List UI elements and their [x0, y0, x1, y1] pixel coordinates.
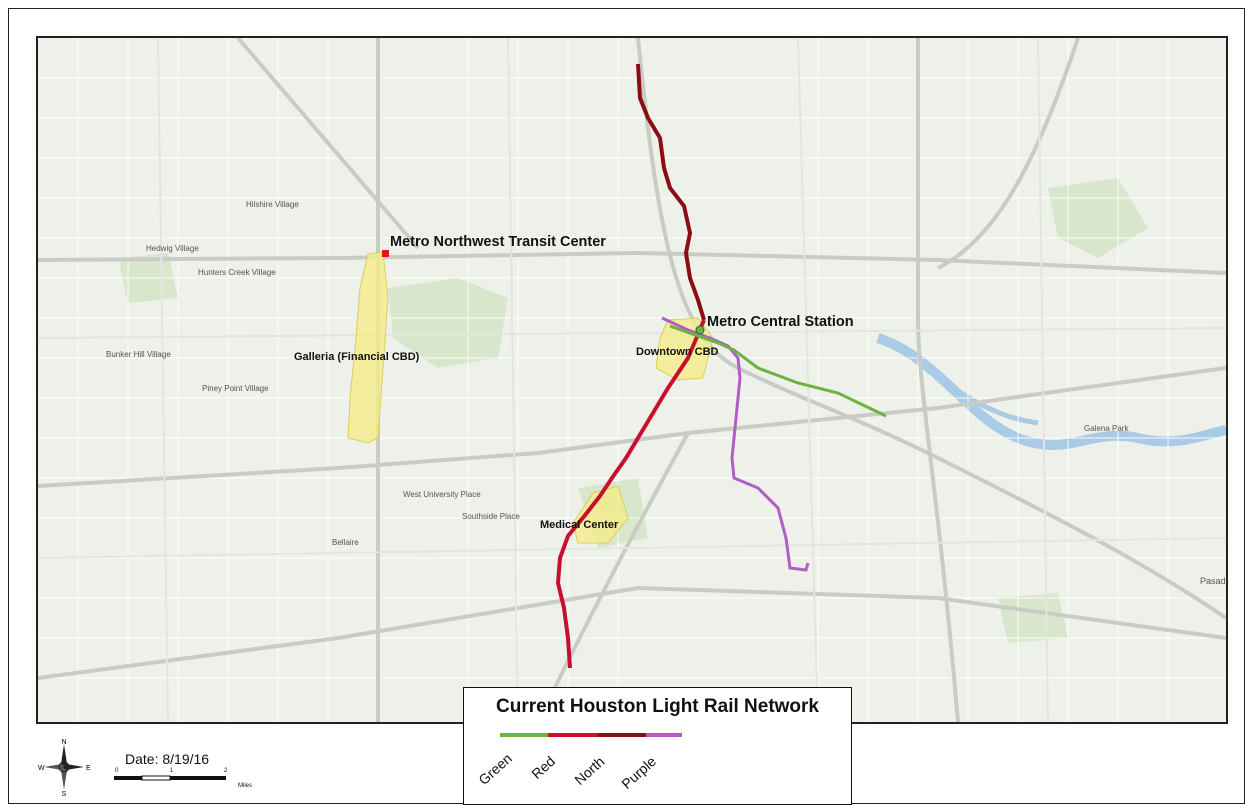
legend-label-red: Red	[528, 752, 559, 782]
place-hunters-creek: Hunters Creek Village	[198, 268, 276, 277]
legend-swatch-green	[500, 733, 548, 737]
scale-tick-0: 0	[115, 768, 119, 774]
basemap	[38, 38, 1226, 722]
scale-bar	[114, 775, 226, 781]
compass-rose-icon: N S W E	[38, 739, 91, 796]
place-pasadena: Pasad	[1200, 576, 1226, 586]
metro-northwest-label: Metro Northwest Transit Center	[390, 234, 606, 250]
legend-swatch-purple	[646, 733, 682, 737]
place-west-university: West University Place	[403, 490, 481, 499]
legend: Current Houston Light Rail Network Green…	[463, 687, 852, 805]
galleria-label: Galleria (Financial CBD)	[294, 351, 420, 363]
medical-area	[572, 485, 629, 544]
place-southside: Southside Place	[462, 512, 520, 521]
date-label: Date: 8/19/16	[125, 751, 210, 767]
scale-tick-1: 1	[170, 768, 174, 774]
metro-northwest-marker[interactable]	[382, 250, 389, 257]
highways	[38, 38, 1226, 722]
metro-central-marker[interactable]	[695, 325, 705, 335]
place-bellaire: Bellaire	[332, 538, 359, 547]
legend-title: Current Houston Light Rail Network	[496, 696, 819, 717]
scale-tick-2: 2	[224, 768, 228, 774]
legend-label-purple: Purple	[618, 753, 660, 792]
place-bunker-hill: Bunker Hill Village	[106, 350, 171, 359]
downtown-label: Downtown CBD	[636, 346, 719, 358]
rail-line-red	[555, 319, 706, 669]
map-area[interactable]: Metro Northwest Transit Center Metro Cen…	[36, 36, 1228, 724]
medical-label: Medical Center	[540, 519, 619, 531]
rail-line-green	[669, 324, 887, 418]
place-piney-point: Piney Point Village	[202, 384, 269, 393]
rail-line-north	[636, 63, 706, 321]
compass-n: N	[61, 739, 66, 746]
compass-e: E	[86, 765, 91, 772]
place-hilshire: Hilshire Village	[246, 200, 299, 209]
compass-w: W	[38, 765, 45, 772]
legend-swatch-red	[548, 733, 598, 737]
legend-label-green: Green	[475, 750, 515, 788]
galleria-area	[347, 251, 389, 444]
metro-central-label: Metro Central Station	[707, 314, 854, 330]
street-grid	[38, 38, 1226, 722]
rail-line-purple	[661, 316, 810, 572]
scale-unit: Miles	[238, 783, 253, 789]
place-galena-park: Galena Park	[1084, 424, 1129, 433]
bayou-water	[936, 375, 1039, 426]
arterials	[38, 38, 1226, 722]
place-hedwig: Hedwig Village	[146, 244, 199, 253]
legend-label-north: North	[571, 753, 608, 788]
legend-swatch-north	[598, 733, 646, 737]
compass-s: S	[62, 791, 67, 796]
